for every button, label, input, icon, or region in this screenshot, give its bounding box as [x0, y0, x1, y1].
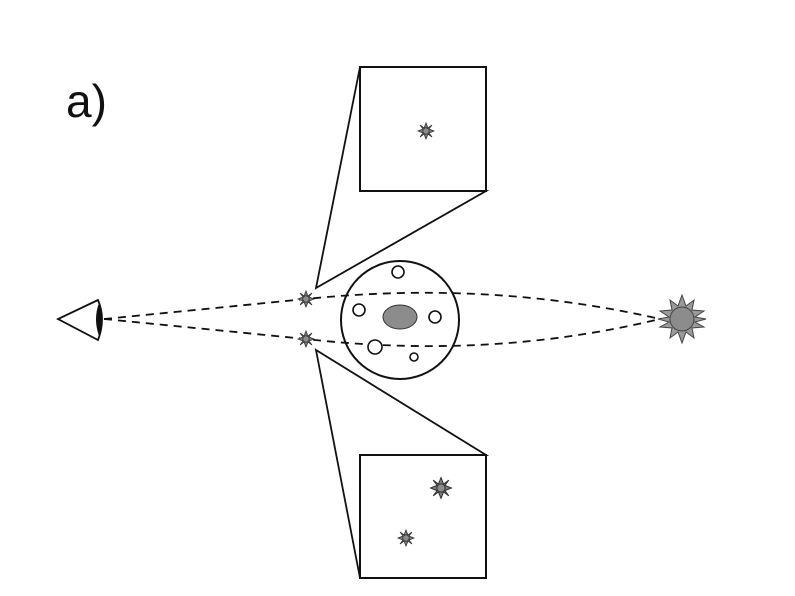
bottom-box-image-star-icon-1 — [430, 477, 452, 499]
lens-galaxy — [428, 310, 442, 324]
lower-light-path — [103, 318, 661, 347]
upper-light-path — [103, 291, 661, 320]
lens-galaxy — [367, 339, 383, 355]
top-projection — [314, 66, 490, 290]
lens-circle — [340, 260, 460, 380]
lens-galaxy — [409, 352, 419, 362]
lens-cluster — [340, 260, 460, 380]
light-paths — [103, 291, 661, 347]
bottom-box-image-star-icon-2 — [397, 529, 415, 547]
panel-label: a) — [66, 75, 107, 127]
lens-galaxy — [352, 303, 366, 317]
upper-image-star-icon — [297, 290, 315, 308]
sun-star-icon — [657, 293, 707, 345]
bottom-projection — [314, 348, 490, 579]
eye-icon — [55, 298, 103, 342]
lower-image-star-icon — [297, 330, 315, 348]
lens-central-mass — [382, 304, 418, 330]
lens-galaxy — [391, 265, 405, 279]
top-box-image-star-icon — [417, 122, 435, 140]
bottom-projection-box — [359, 454, 487, 579]
